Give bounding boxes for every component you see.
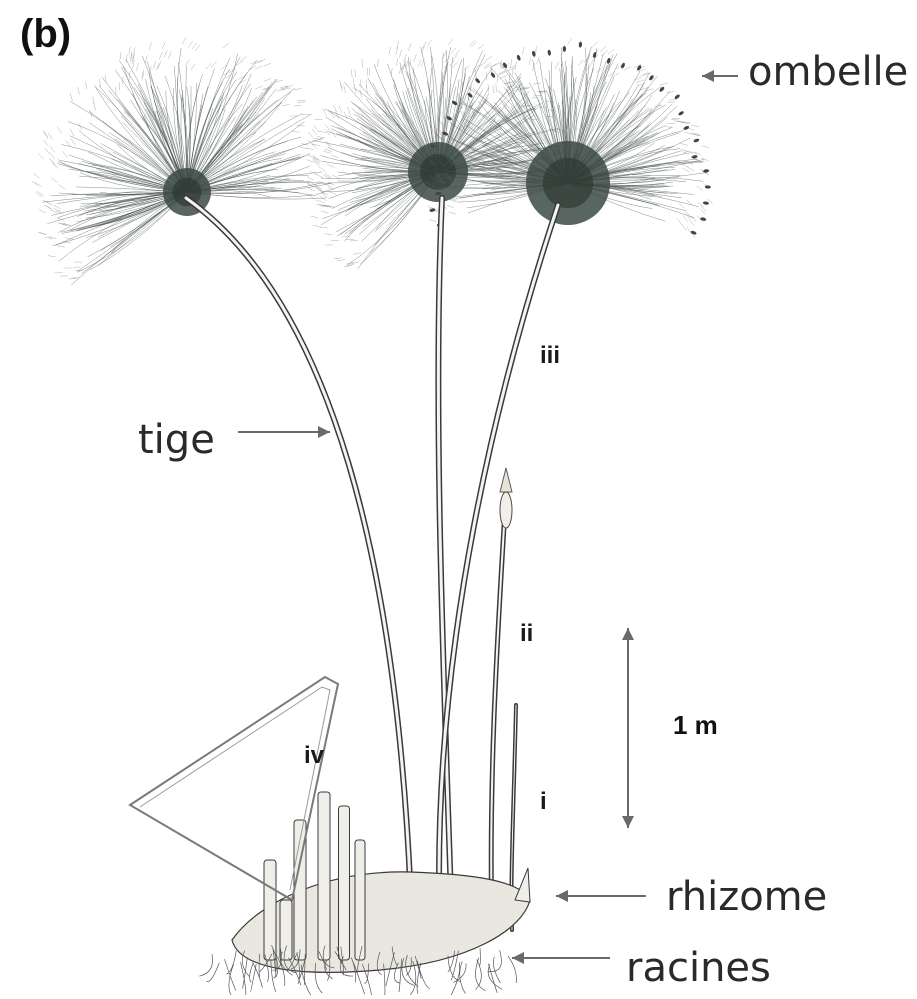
arrow-ombelle-head [702, 70, 714, 82]
umbel-rays [43, 48, 332, 285]
umbel-core-dark [420, 154, 456, 190]
seed-head [467, 92, 474, 98]
stems [186, 198, 558, 930]
seed-head [705, 185, 711, 188]
pointer-iv [130, 677, 338, 900]
seed-head [648, 74, 654, 81]
bud-ii-sheath [500, 492, 512, 528]
umbels [32, 37, 713, 285]
arrow-rhizome-head [556, 890, 568, 902]
label-stage-iii: iii [540, 344, 560, 368]
label-racines: racines [626, 948, 771, 988]
rhizome-body [232, 872, 530, 972]
rhizome-base [232, 792, 530, 972]
scale-arrow-up-head [622, 628, 634, 640]
annotation-arrows [130, 70, 738, 964]
stem-stub [280, 900, 292, 960]
label-stage-iv: iv [304, 744, 324, 768]
umbel-right [422, 38, 712, 238]
stem-right-fill [439, 205, 558, 930]
seed-head [659, 86, 666, 93]
scale-label: 1 m [673, 712, 718, 738]
stem-stub [339, 806, 350, 960]
stem-stub [355, 840, 365, 960]
label-ombelle: ombelle [748, 52, 908, 92]
arrow-racines-head [512, 952, 524, 964]
seed-head [691, 155, 698, 159]
seed-head [474, 77, 480, 84]
stem-right [439, 205, 558, 930]
label-stage-i: i [540, 790, 547, 814]
sheath-tip [515, 868, 530, 902]
seed-head [674, 94, 681, 100]
seed-head [690, 230, 697, 235]
seed-head [547, 50, 551, 56]
seed-head [531, 50, 536, 57]
seed-head [700, 217, 707, 222]
umbel-core-dark [543, 158, 593, 208]
arrow-tige-head [318, 426, 330, 438]
scale-arrow-down-head [622, 816, 634, 828]
label-rhizome: rhizome [666, 877, 827, 917]
stem-stub [318, 792, 330, 960]
seed-head [516, 54, 521, 61]
seed-head [703, 201, 709, 205]
bud-ii [500, 468, 512, 492]
seed-head [683, 125, 690, 130]
seed-head [678, 110, 685, 116]
label-stage-ii: ii [520, 622, 533, 646]
seed-head [579, 41, 583, 47]
panel-label: (b) [20, 14, 71, 54]
seed-head [693, 138, 700, 143]
umbel-left [32, 37, 340, 285]
stem-stub [264, 860, 276, 960]
label-tige: tige [138, 420, 215, 460]
